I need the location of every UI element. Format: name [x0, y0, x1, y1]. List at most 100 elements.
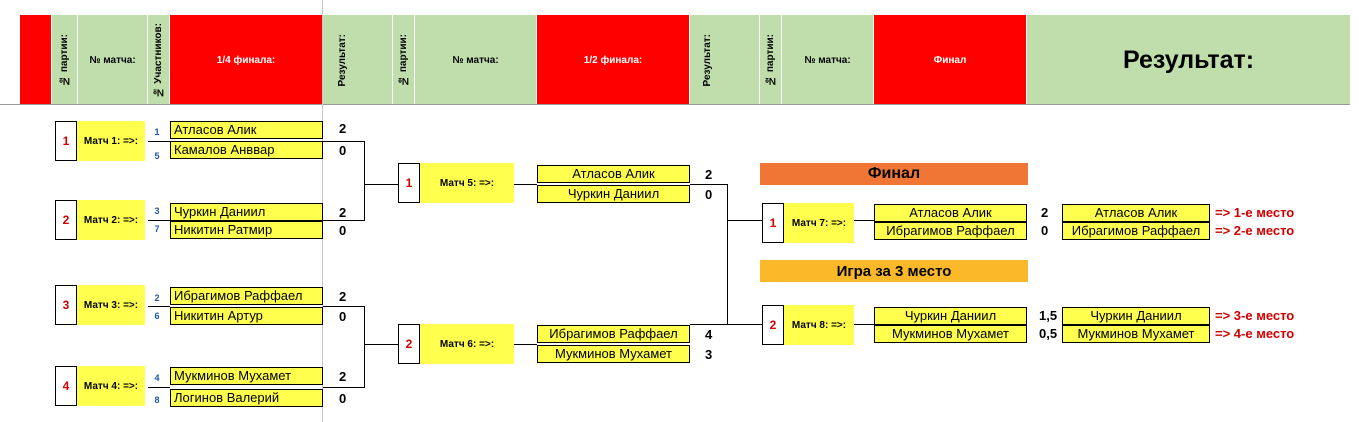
player-score: 2: [339, 205, 347, 220]
header-result-1: Результат:: [323, 15, 393, 105]
header-match-no-2: № матча:: [415, 15, 537, 105]
result-name: Атласов Алик: [1062, 204, 1210, 222]
player-score: 0: [339, 391, 347, 406]
player-score: 0: [1041, 223, 1049, 238]
player-score: 2: [339, 121, 347, 136]
connector-line: [148, 387, 170, 388]
connector-line: [514, 184, 537, 185]
match-label: Матч 7: =>:: [784, 203, 854, 243]
result-place: => 4-е место: [1215, 326, 1295, 341]
seed-number: 8: [154, 395, 160, 405]
connector-line: [727, 184, 728, 325]
header-match-no: № матча:: [78, 15, 148, 105]
player-score: 2: [705, 167, 713, 182]
header-match-no-3: № матча:: [782, 15, 874, 105]
match-label: Матч 4: =>:: [77, 366, 145, 406]
player-name: Атласов Алик: [170, 121, 323, 139]
player-score: 0: [339, 143, 347, 158]
party-number: 1: [398, 163, 420, 203]
connector-line: [364, 141, 365, 221]
player-name: Ибрагимов Раффаел: [170, 287, 323, 305]
party-number: 2: [398, 324, 420, 364]
party-number: 1: [55, 121, 77, 161]
header-red-marker: [20, 15, 52, 105]
player-score: 1,5: [1039, 308, 1058, 323]
connector-line: [148, 141, 170, 142]
header-party-no-3: № партии:: [760, 15, 782, 105]
seed-number: 3: [154, 206, 160, 216]
party-number: 4: [55, 366, 77, 406]
header-divider: [0, 104, 1350, 105]
player-score: 0,5: [1039, 326, 1058, 341]
header-quarter-final: 1/4 финала:: [170, 15, 323, 105]
connector-line: [727, 220, 762, 221]
player-score: 0: [705, 187, 713, 202]
player-name: Чуркин Даниил: [874, 307, 1027, 325]
result-place: => 3-е место: [1215, 308, 1295, 323]
header-party-no: № партии:: [52, 15, 78, 105]
connector-line: [854, 324, 874, 325]
match-label: Матч 5: =>:: [420, 163, 514, 203]
third-place-banner: Игра за 3 место: [760, 260, 1028, 282]
header-semi-final: 1/2 финала:: [537, 15, 690, 105]
header-final: Финал: [874, 15, 1027, 105]
connector-line: [690, 324, 728, 325]
connector-line: [727, 324, 762, 325]
match-label: Матч 8: =>:: [784, 305, 854, 345]
player-name: Никитин Ратмир: [170, 221, 323, 239]
connector-line: [148, 220, 170, 221]
result-place: => 2-е место: [1215, 223, 1295, 238]
party-number: 2: [55, 200, 77, 240]
seed-number: 5: [154, 151, 160, 161]
seed-number: 6: [154, 311, 160, 321]
connector-line: [690, 184, 728, 185]
connector-line: [323, 306, 365, 307]
connector-line: [364, 184, 398, 185]
player-name: Мукминов Мухамет: [874, 325, 1027, 343]
connector-line: [323, 220, 365, 221]
header-result-title: Результат:: [1027, 15, 1350, 105]
party-number: 2: [762, 305, 784, 345]
result-name: Чуркин Даниил: [1062, 307, 1210, 325]
player-name: Логинов Валерий: [170, 389, 323, 407]
header-participants-no: № Участников:: [148, 15, 170, 105]
result-name: Мукминов Мухамет: [1062, 325, 1210, 343]
player-score: 4: [705, 327, 713, 342]
player-name: Камалов Анввар: [170, 141, 323, 159]
player-name: Никитин Артур: [170, 307, 323, 325]
match-label: Матч 1: =>:: [77, 121, 145, 161]
player-score: 0: [339, 223, 347, 238]
seed-number: 2: [154, 293, 160, 303]
connector-line: [364, 344, 398, 345]
player-name: Чуркин Даниил: [170, 203, 323, 221]
connector-line: [323, 387, 365, 388]
header-party-no-2: № партии:: [393, 15, 415, 105]
connector-line: [364, 306, 365, 388]
seed-number: 7: [154, 224, 160, 234]
party-number: 3: [55, 285, 77, 325]
player-name: Мукминов Мухамет: [170, 367, 323, 385]
player-score: 3: [705, 347, 713, 362]
result-place: => 1-е место: [1215, 205, 1295, 220]
player-name: Ибрагимов Раффаел: [537, 325, 690, 343]
connector-line: [854, 220, 874, 221]
match-label: Матч 3: =>:: [77, 285, 145, 325]
connector-line: [514, 344, 537, 345]
result-name: Ибрагимов Раффаел: [1062, 222, 1210, 240]
player-score: 2: [339, 369, 347, 384]
connector-line: [323, 141, 365, 142]
player-name: Атласов Алик: [874, 204, 1027, 222]
party-number: 1: [762, 203, 784, 243]
player-score: 2: [1041, 205, 1049, 220]
player-name: Атласов Алик: [537, 165, 690, 183]
connector-line: [148, 306, 170, 307]
seed-number: 1: [154, 127, 160, 137]
match-label: Матч 6: =>:: [420, 324, 514, 364]
player-name: Мукминов Мухамет: [537, 345, 690, 363]
player-score: 0: [339, 309, 347, 324]
header-result-2: Результат:: [690, 15, 760, 105]
final-banner: Финал: [760, 163, 1028, 185]
seed-number: 4: [154, 373, 160, 383]
match-label: Матч 2: =>:: [77, 200, 145, 240]
player-name: Ибрагимов Раффаел: [874, 222, 1027, 240]
